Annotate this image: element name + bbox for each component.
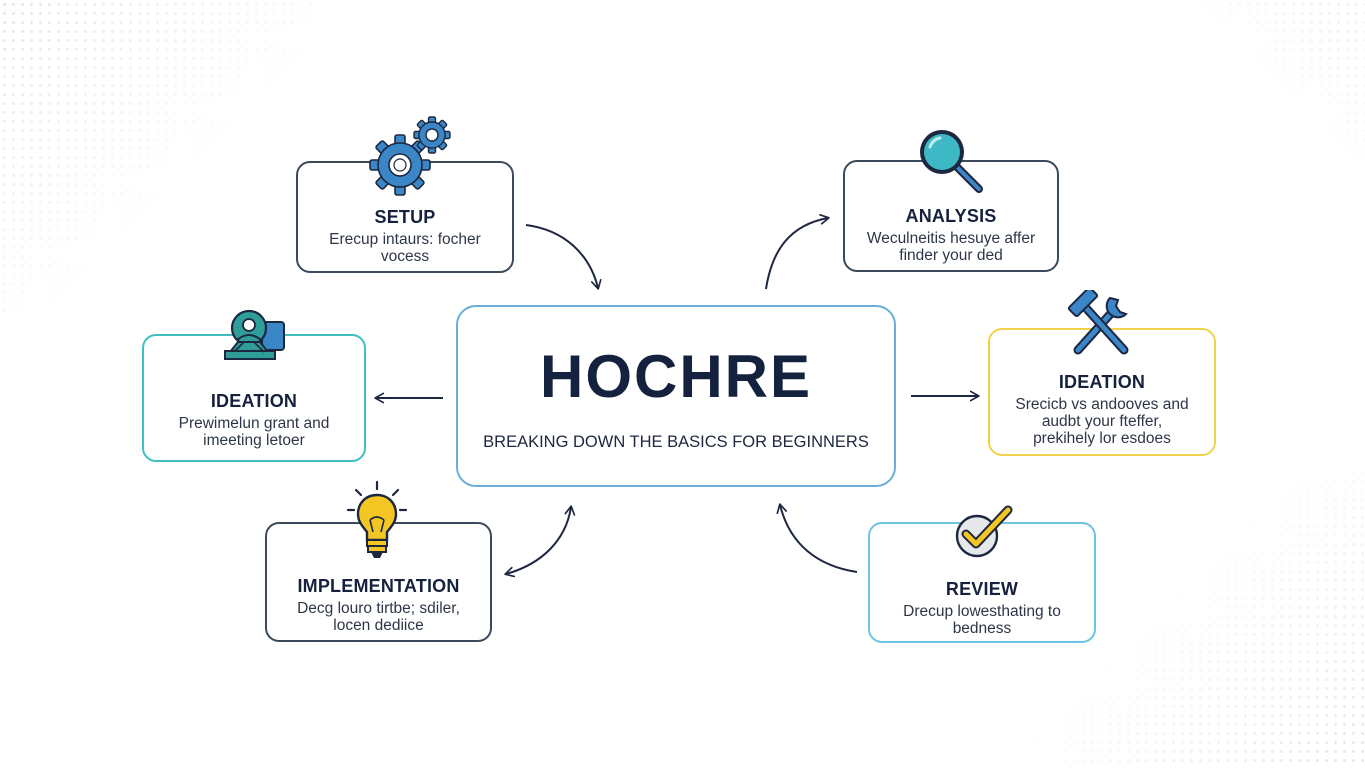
node-ideation-left-line1: Prewimelun grant and	[178, 415, 330, 432]
node-ideation-right-line3: prekihely lor esdoes	[1033, 430, 1171, 447]
node-ideation-left-line2: imeeting letoer	[203, 432, 305, 449]
node-ideation-right-line2: audbt your fteffer,	[1041, 413, 1163, 430]
arrow-review-to-center	[776, 503, 858, 573]
node-analysis-line1: Weculneitis hesuye affer	[866, 230, 1036, 247]
node-implementation-title: IMPLEMENTATION	[297, 576, 460, 596]
magnifier-icon	[920, 130, 983, 193]
node-review-line2: bedness	[952, 620, 1012, 637]
node-review: REVIEW Drecup lowesthating to bedness	[868, 522, 1096, 643]
gears-icon	[369, 116, 451, 196]
central-topic-subtitle: BREAKING DOWN THE BASICS FOR BEGINNERS	[483, 433, 869, 451]
person-presentation-icon	[224, 309, 285, 360]
node-setup-line2: vocess	[380, 248, 430, 265]
central-topic-title: HOCHRE	[539, 343, 812, 410]
node-setup-title: SETUP	[374, 207, 436, 227]
checkmark-icon	[955, 505, 1013, 558]
arrow-center-to-analysis	[765, 214, 830, 290]
node-analysis-title: ANALYSIS	[905, 206, 997, 226]
node-implementation: IMPLEMENTATION Decg louro tirtbe; sdiler…	[265, 522, 492, 642]
central-topic-box	[456, 305, 896, 487]
node-ideation-right: IDEATION Srecicb vs andooves and audbt y…	[988, 328, 1216, 456]
lightbulb-icon	[346, 480, 408, 558]
node-analysis-line2: finder your ded	[899, 247, 1003, 264]
node-ideation-right-line1: Srecicb vs andooves and	[1015, 396, 1189, 413]
node-ideation-left-title: IDEATION	[210, 391, 298, 411]
node-implementation-line1: Decg louro tirtbe; sdiler,	[297, 600, 460, 617]
node-analysis: ANALYSIS Weculneitis hesuye affer finder…	[843, 160, 1059, 272]
node-ideation-right-title: IDEATION	[1058, 372, 1146, 392]
node-review-title: REVIEW	[945, 579, 1019, 599]
arrow-setup-to-center	[525, 224, 602, 290]
tools-icon	[1067, 290, 1129, 355]
node-setup-line1: Erecup intaurs: focher	[329, 231, 481, 248]
node-review-line1: Drecup lowesthating to	[903, 603, 1061, 620]
arrow-implementation-center-bidirectional	[504, 505, 576, 578]
node-implementation-line2: locen dediice	[333, 617, 424, 634]
